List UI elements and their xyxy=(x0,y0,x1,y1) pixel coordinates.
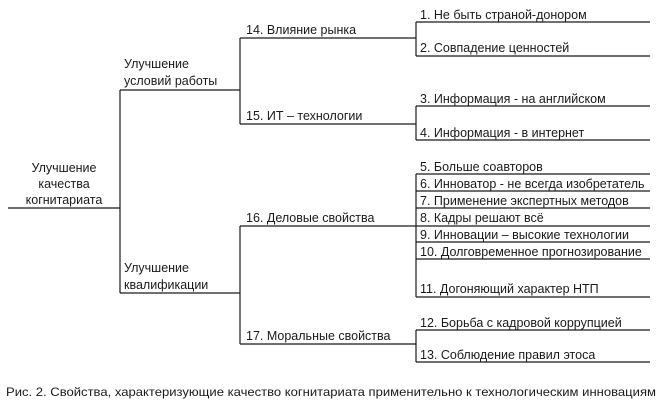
item-3-label: 3. Информация - на английском xyxy=(420,92,606,106)
item-7-label: 7. Применение экспертных методов xyxy=(420,194,629,208)
factor-market-label: 14. Влияние рынка xyxy=(246,23,356,37)
branch-conditions-label-line2: условий работы xyxy=(124,74,217,88)
item-1-label: 1. Не быть страной-донором xyxy=(420,8,587,22)
branch-conditions-label-line1: Улучшение xyxy=(124,57,189,71)
item-4-label: 4. Информация - в интернет xyxy=(420,126,584,140)
root-label-line1: Улучшение xyxy=(32,161,97,175)
item-10-label: 10. Долговременное прогнозирование xyxy=(420,245,642,259)
item-12-label: 12. Борьба с кадровой коррупцией xyxy=(420,316,622,330)
factor-moral-label: 17. Моральные свойства xyxy=(246,329,391,343)
factor-it-label: 15. ИТ – технологии xyxy=(246,109,362,123)
factor-business-label: 16. Деловые свойства xyxy=(246,211,374,225)
root-label-line2: качества xyxy=(38,177,89,191)
item-9-label: 9. Инновации – высокие технологии xyxy=(420,228,629,242)
item-11-label: 11. Догоняющий характер НТП xyxy=(420,282,599,296)
item-8-label: 8. Кадры решают всё xyxy=(420,211,544,225)
item-5-label: 5. Больше соавторов xyxy=(420,160,543,174)
figure-caption: Рис. 2. Свойства, характеризующие качест… xyxy=(6,385,656,399)
branch-qualification-label-line2: квалификации xyxy=(124,278,208,292)
item-6-label: 6. Инноватор - не всегда изобретатель xyxy=(420,177,645,191)
root-label-line3: когнитариата xyxy=(26,193,103,207)
branch-qualification-label-line1: Улучшение xyxy=(124,261,189,275)
item-2-label: 2. Совпадение ценностей xyxy=(420,41,569,55)
item-13-label: 13. Соблюдение правил этоса xyxy=(420,348,595,362)
